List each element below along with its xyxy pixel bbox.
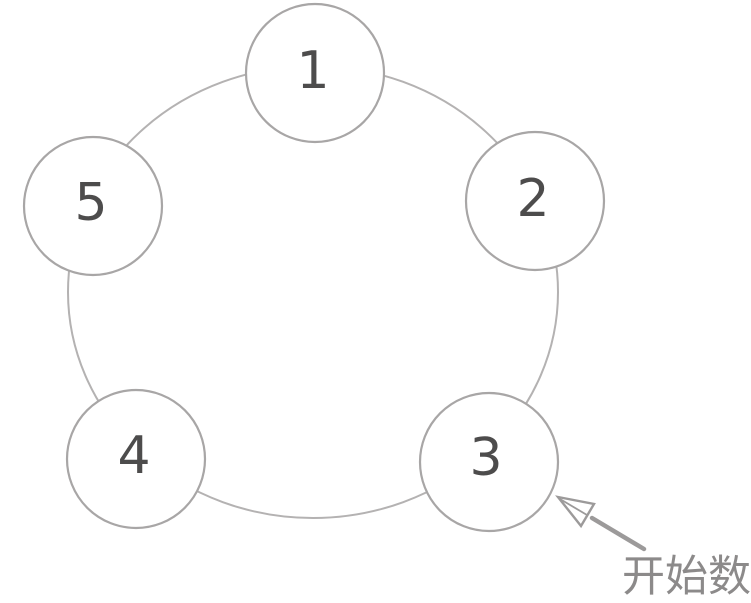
node-2-label: 2 (516, 169, 549, 229)
node-1-label: 1 (296, 41, 329, 101)
start-arrow-crease (559, 498, 588, 516)
node-4-circle (65, 388, 207, 530)
node-3: 3 (418, 391, 560, 533)
start-arrow-head-icon (555, 495, 596, 529)
start-arrow (555, 495, 647, 552)
node-2-circle (464, 130, 606, 272)
annotation-label: 开始数 (622, 552, 751, 602)
node-3-circle (418, 391, 560, 533)
node-4: 4 (65, 388, 207, 530)
node-5: 5 (22, 135, 164, 277)
node-4-label: 4 (117, 426, 150, 486)
node-1: 1 (244, 2, 386, 144)
node-2: 2 (464, 130, 606, 272)
node-5-label: 5 (74, 173, 107, 233)
node-3-label: 3 (469, 428, 502, 488)
node-1-circle (244, 2, 386, 144)
start-arrow-shaft (589, 515, 647, 552)
node-5-circle (22, 135, 164, 277)
